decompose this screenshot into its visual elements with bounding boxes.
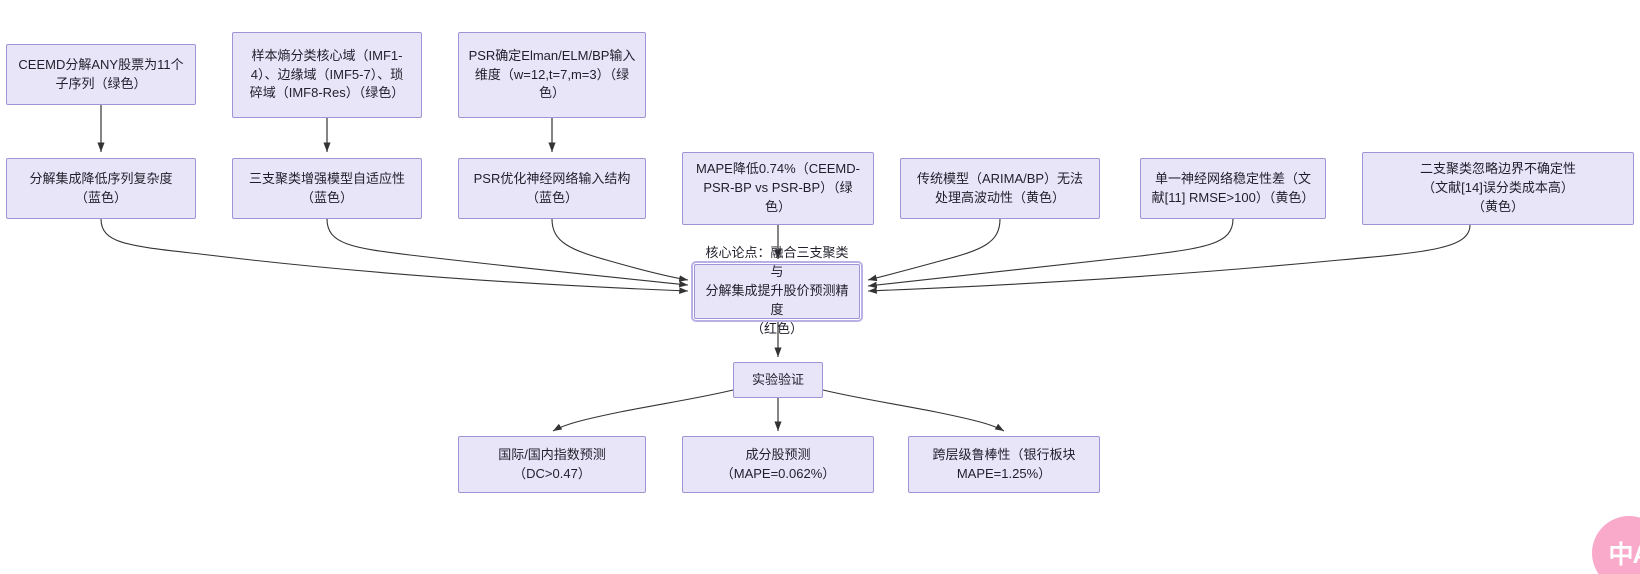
node-single-nn-instability[interactable]: 单一神经网络稳定性差（文 献[11] RMSE>100）（黄色） — [1140, 158, 1326, 219]
node-traditional-models-limitation[interactable]: 传统模型（ARIMA/BP）无法 处理高波动性（黄色） — [900, 158, 1100, 219]
edge-n10-core — [867, 224, 1471, 294]
node-label: PSR优化神经网络输入结构 （蓝色） — [473, 170, 631, 205]
edge-n9-core — [867, 218, 1234, 289]
edge-n4-core — [100, 218, 689, 294]
node-three-way-clustering-adaptivity[interactable]: 三支聚类增强模型自适应性 （蓝色） — [232, 158, 422, 219]
node-label: PSR确定Elman/ELM/BP输入 维度（w=12,t=7,m=3）（绿 色… — [468, 47, 636, 101]
node-experimental-validation[interactable]: 实验验证 — [733, 362, 823, 398]
node-cross-level-robustness[interactable]: 跨层级鲁棒性（银行板块 MAPE=1.25%） — [908, 436, 1100, 493]
node-index-forecast[interactable]: 国际/国内指数预测 （DC>0.47） — [458, 436, 646, 493]
node-core-thesis[interactable]: 核心论点：融合三支聚类与 分解集成提升股价预测精度 （红色） — [691, 245, 863, 336]
node-label: 成分股预测 （MAPE=0.062%） — [720, 446, 836, 481]
watermark-label: 中A — [1608, 541, 1640, 569]
node-label: 三支聚类增强模型自适应性 （蓝色） — [248, 170, 405, 205]
edge-n6-core — [551, 218, 689, 282]
node-label: 样本熵分类核心域（IMF1- 4）、边缘域（IMF5-7）、琐 碎域（IMF8-… — [249, 47, 405, 101]
node-label: 传统模型（ARIMA/BP）无法 处理高波动性（黄色） — [916, 170, 1084, 205]
node-label: 核心论点：融合三支聚类与 分解集成提升股价预测精度 （红色） — [705, 245, 849, 336]
node-decomposition-reduces-complexity[interactable]: 分解集成降低序列复杂度 （蓝色） — [6, 158, 196, 219]
node-constituent-stock-forecast[interactable]: 成分股预测 （MAPE=0.062%） — [682, 436, 874, 493]
node-label: 单一神经网络稳定性差（文 献[11] RMSE>100）（黄色） — [1151, 170, 1315, 205]
node-label: MAPE降低0.74%（CEEMD- PSR-BP vs PSR-BP）（绿 色… — [696, 161, 860, 214]
node-ceemd-decomposition[interactable]: CEEMD分解ANY股票为11个 子序列（绿色） — [6, 44, 196, 105]
node-two-way-clustering-boundary[interactable]: 二支聚类忽略边界不确定性 （文献[14]误分类成本高） （黄色） — [1362, 152, 1634, 225]
edge-n5-core — [326, 218, 689, 288]
node-label: 跨层级鲁棒性（银行板块 MAPE=1.25%） — [932, 446, 1076, 481]
node-label: 实验验证 — [751, 371, 804, 387]
edge-n11-n12 — [552, 389, 734, 432]
node-sample-entropy-classification[interactable]: 样本熵分类核心域（IMF1- 4）、边缘域（IMF5-7）、琐 碎域（IMF8-… — [232, 32, 422, 118]
edge-n11-n14 — [822, 389, 1005, 432]
node-label: CEEMD分解ANY股票为11个 子序列（绿色） — [18, 56, 184, 91]
node-psr-optimizes-nn-input[interactable]: PSR优化神经网络输入结构 （蓝色） — [458, 158, 646, 219]
node-label: 分解集成降低序列复杂度 （蓝色） — [29, 170, 173, 205]
node-psr-input-dimension[interactable]: PSR确定Elman/ELM/BP输入 维度（w=12,t=7,m=3）（绿 色… — [458, 32, 646, 118]
node-mape-reduction[interactable]: MAPE降低0.74%（CEEMD- PSR-BP vs PSR-BP）（绿 色… — [682, 152, 874, 225]
watermark-badge: 中A — [1592, 516, 1640, 574]
node-label: 国际/国内指数预测 （DC>0.47） — [498, 446, 606, 481]
edge-n8-core — [867, 218, 1001, 282]
node-label: 二支聚类忽略边界不确定性 （文献[14]误分类成本高） （黄色） — [1419, 161, 1576, 214]
